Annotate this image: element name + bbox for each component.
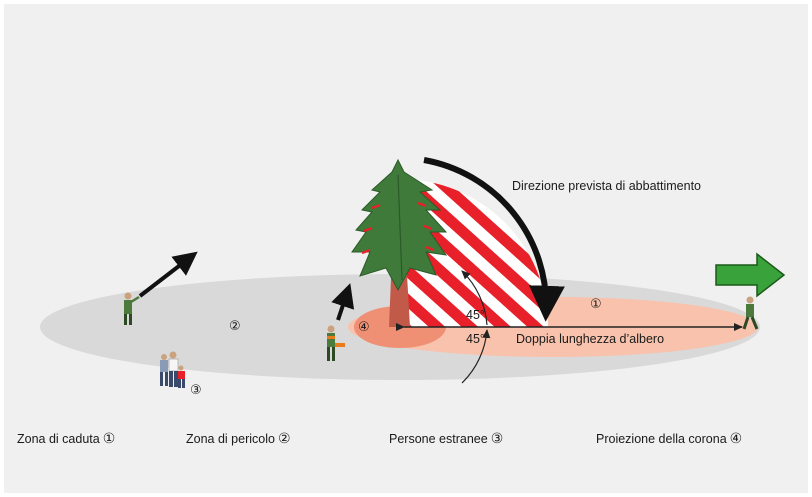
escape-route-arrow: [715, 252, 786, 298]
felling-sector: [400, 179, 548, 327]
legend-label: Proiezione della corona: [596, 432, 727, 446]
diagram-canvas: Direzione prevista di abbattimento Doppi…: [4, 4, 808, 493]
worker-escape-icon: [742, 296, 759, 330]
felling-direction-arrow: [423, 157, 565, 322]
legend-label: Persone estranee: [389, 432, 488, 446]
lookout-arrow-center: [331, 283, 355, 321]
legend-number: ④: [729, 431, 743, 447]
danger-zone-marker: ②: [229, 319, 241, 334]
legend-label: Zona di caduta: [17, 432, 100, 446]
angle-arc-upper: [461, 270, 488, 326]
felling-direction-label: Direzione prevista di abbattimento: [512, 179, 701, 193]
legend-number: ②: [277, 431, 291, 447]
worker-lookout-icon: [124, 292, 140, 325]
angle-arc-lower: [461, 329, 491, 384]
double-length-label: Doppia lunghezza d’albero: [516, 332, 664, 346]
legend-number: ①: [102, 431, 116, 447]
chainsaw-operator-icon: [327, 325, 345, 361]
crown-projection-marker: ④: [358, 320, 370, 335]
bystanders-marker: ③: [190, 383, 202, 398]
angle-label-upper: 45°: [466, 308, 485, 322]
tree-icon: [351, 158, 448, 327]
lookout-arrow-left: [138, 251, 198, 298]
felling-zone-diagram: Direzione prevista di abbattimento Doppi…: [40, 157, 786, 398]
angle-label-lower: 45°: [466, 332, 485, 346]
legend-number: ③: [490, 431, 504, 447]
bystanders-icon: [160, 351, 185, 388]
falling-zone-marker: ①: [590, 297, 602, 312]
legend-label: Zona di pericolo: [186, 432, 275, 446]
